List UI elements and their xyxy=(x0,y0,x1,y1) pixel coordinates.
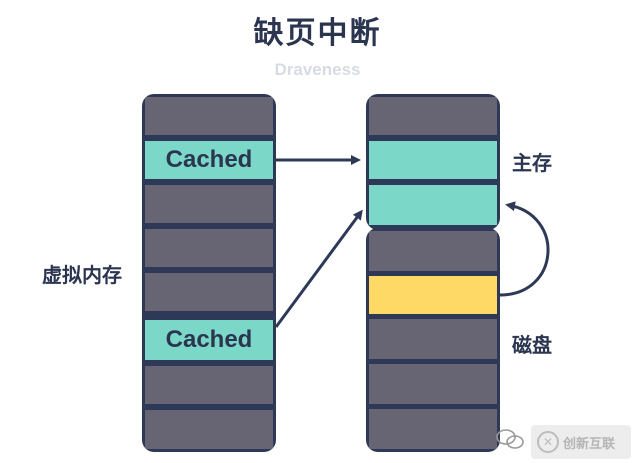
cached-to-main-arrow-2 xyxy=(274,209,363,328)
author-subtitle: Draveness xyxy=(274,60,361,79)
vm-cell-cached: Cached xyxy=(145,320,273,360)
vm-cell xyxy=(145,229,273,267)
virtual-memory-label: 虚拟内存 xyxy=(42,263,122,287)
disk-cell-loading xyxy=(369,276,497,314)
vm-cell xyxy=(145,366,273,404)
wechat-icon xyxy=(496,429,524,449)
vm-cell xyxy=(145,410,273,449)
main-memory-cell-cached xyxy=(369,141,497,179)
main-memory-column xyxy=(366,94,500,230)
vm-cell-cached: Cached xyxy=(145,141,273,179)
vm-cell xyxy=(145,273,273,311)
disk-label: 磁盘 xyxy=(512,333,552,357)
disk-cell xyxy=(369,409,497,449)
disk-cell xyxy=(369,364,497,404)
disk-column xyxy=(366,228,500,452)
main-memory-label: 主存 xyxy=(512,151,552,175)
watermark-text: 创新互联 xyxy=(563,436,616,452)
main-memory-cell xyxy=(369,97,497,135)
vm-cell xyxy=(145,97,273,135)
x-logo-icon: ✕ xyxy=(537,431,559,453)
main-memory-cell-cached xyxy=(369,185,497,225)
vm-cell xyxy=(145,185,273,223)
disk-cell xyxy=(369,319,497,359)
disk-cell xyxy=(369,231,497,271)
watermark-badge: ✕ 创新互联 xyxy=(531,425,631,459)
disk-to-main-arrow xyxy=(499,201,550,297)
virtual-memory-column: Cached Cached xyxy=(142,94,276,452)
diagram-title: 缺页中断 xyxy=(253,16,382,51)
